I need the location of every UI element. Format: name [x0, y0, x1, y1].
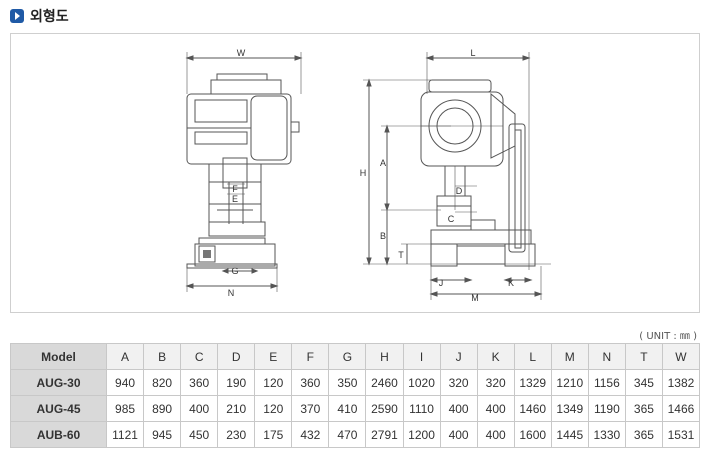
table-cell: 1020 — [402, 369, 441, 396]
header-cell: M — [550, 343, 589, 370]
table-cell: 190 — [217, 369, 256, 396]
table-cell: 120 — [254, 395, 293, 422]
table-cell: 940 — [105, 369, 145, 396]
header-cell-model: Model — [10, 343, 107, 370]
header-cell: H — [365, 343, 404, 370]
dim-label-n: N — [228, 288, 235, 298]
spec-table: Model A B C D E F G H I J K L M N T W AU… — [10, 343, 701, 448]
table-cell: 350 — [328, 369, 367, 396]
side-view-drawing — [363, 52, 551, 300]
header-cell: G — [328, 343, 367, 370]
model-cell: AUG-45 — [10, 395, 107, 422]
table-cell: 2460 — [365, 369, 404, 396]
dim-label-a: A — [380, 158, 386, 168]
header-cell: D — [217, 343, 256, 370]
table-cell: 1466 — [661, 395, 701, 422]
dim-label-g: G — [231, 266, 238, 276]
table-cell: 1200 — [402, 421, 441, 448]
table-cell: 432 — [291, 421, 330, 448]
table-row: AUG-30 940 820 360 190 120 360 350 2460 … — [10, 369, 701, 396]
table-cell: 230 — [217, 421, 256, 448]
table-cell: 450 — [180, 421, 219, 448]
table-cell: 120 — [254, 369, 293, 396]
table-cell: 1190 — [587, 395, 626, 422]
table-cell: 945 — [143, 421, 182, 448]
section-title-bar: 외형도 — [10, 6, 69, 26]
table-cell: 400 — [439, 395, 478, 422]
header-cell: T — [624, 343, 663, 370]
header-cell: J — [439, 343, 478, 370]
table-cell: 1121 — [105, 421, 145, 448]
dimension-drawing-panel: W F E G N — [10, 33, 700, 313]
table-cell: 175 — [254, 421, 293, 448]
dim-label-b: B — [380, 231, 386, 241]
dim-label-c: C — [448, 214, 455, 224]
table-cell: 410 — [328, 395, 367, 422]
dim-label-w: W — [237, 48, 246, 58]
press-dimension-drawing: W F E G N — [185, 48, 551, 303]
dim-label-h: H — [360, 168, 367, 178]
table-cell: 360 — [180, 369, 219, 396]
table-cell: 400 — [476, 421, 515, 448]
table-cell: 1156 — [587, 369, 626, 396]
dim-label-m: M — [471, 293, 479, 303]
table-cell: 470 — [328, 421, 367, 448]
header-cell: F — [291, 343, 330, 370]
table-cell: 370 — [291, 395, 330, 422]
table-cell: 985 — [105, 395, 145, 422]
table-cell: 1382 — [661, 369, 701, 396]
table-cell: 320 — [439, 369, 478, 396]
table-cell: 2791 — [365, 421, 404, 448]
table-cell: 400 — [180, 395, 219, 422]
table-cell: 210 — [217, 395, 256, 422]
table-row: AUG-45 985 890 400 210 120 370 410 2590 … — [10, 395, 701, 422]
table-cell: 1531 — [661, 421, 701, 448]
dim-label-k: K — [508, 278, 514, 288]
dim-label-f: F — [232, 184, 238, 194]
table-cell: 1349 — [550, 395, 589, 422]
dim-label-d: D — [456, 186, 463, 196]
header-cell: L — [513, 343, 552, 370]
table-cell: 400 — [439, 421, 478, 448]
table-cell: 1330 — [587, 421, 626, 448]
table-cell: 820 — [143, 369, 182, 396]
section-bullet-icon — [10, 9, 24, 23]
table-cell: 1445 — [550, 421, 589, 448]
section-title: 외형도 — [30, 9, 69, 25]
table-cell: 345 — [624, 369, 663, 396]
table-row: AUB-60 1121 945 450 230 175 432 470 2791… — [10, 421, 701, 448]
table-cell: 1110 — [402, 395, 441, 422]
table-cell: 400 — [476, 395, 515, 422]
table-cell: 1600 — [513, 421, 552, 448]
dim-label-j: J — [439, 278, 444, 288]
header-cell: A — [105, 343, 145, 370]
dim-label-e: E — [232, 194, 238, 204]
model-cell: AUB-60 — [10, 421, 107, 448]
table-cell: 2590 — [365, 395, 404, 422]
table-cell: 360 — [291, 369, 330, 396]
unit-note: ( UNIT : ㎜ ) — [639, 331, 697, 342]
table-cell: 320 — [476, 369, 515, 396]
table-cell: 1210 — [550, 369, 589, 396]
front-view-drawing — [185, 52, 303, 292]
dim-label-l: L — [470, 48, 475, 58]
header-cell: K — [476, 343, 515, 370]
header-cell: I — [402, 343, 441, 370]
spec-table-header-row: Model A B C D E F G H I J K L M N T W — [10, 343, 701, 370]
model-cell: AUG-30 — [10, 369, 107, 396]
header-cell: W — [661, 343, 701, 370]
header-cell: B — [143, 343, 182, 370]
table-cell: 890 — [143, 395, 182, 422]
table-cell: 365 — [624, 421, 663, 448]
header-cell: E — [254, 343, 293, 370]
table-cell: 1329 — [513, 369, 552, 396]
dim-label-t: T — [398, 250, 404, 260]
table-cell: 365 — [624, 395, 663, 422]
header-cell: N — [587, 343, 626, 370]
table-cell: 1460 — [513, 395, 552, 422]
header-cell: C — [180, 343, 219, 370]
